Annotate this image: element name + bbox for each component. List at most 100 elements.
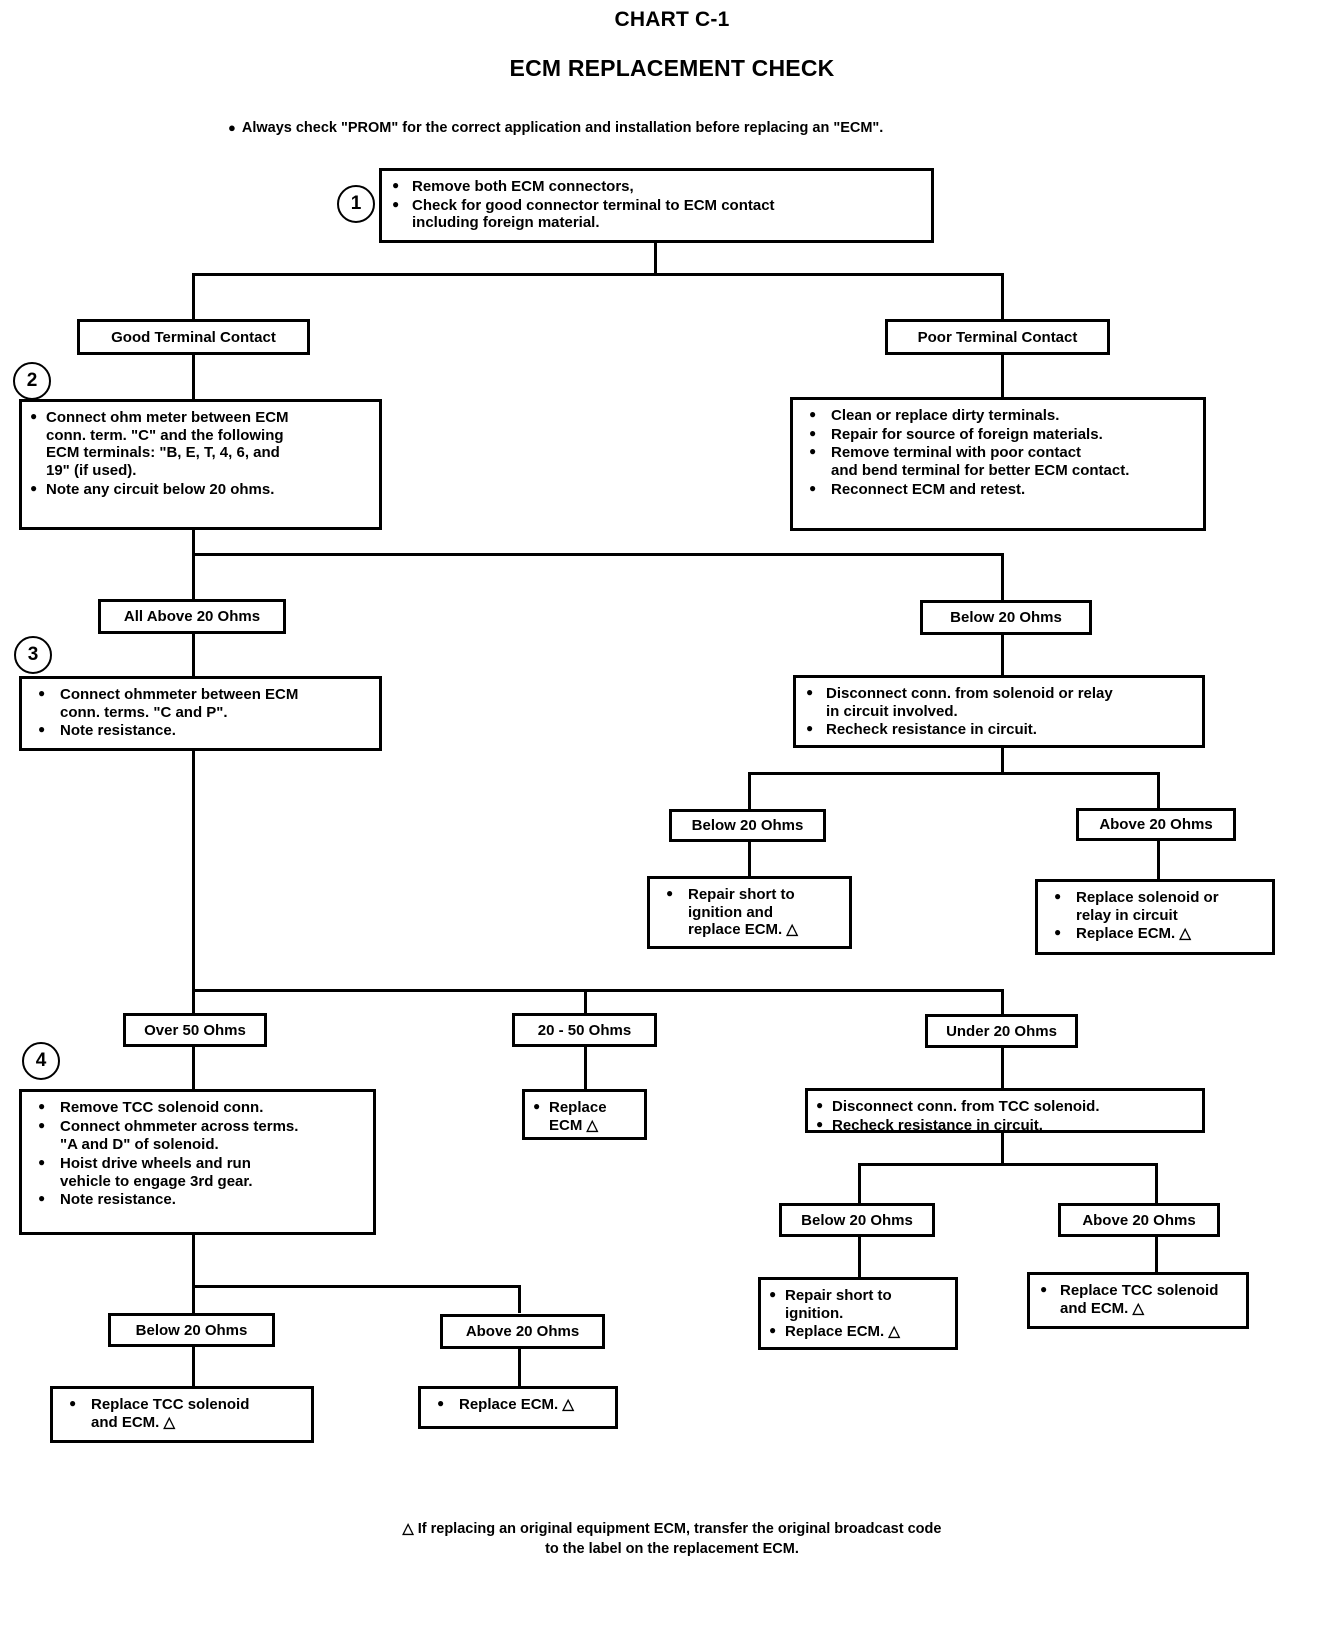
list-item: Connect ohm meter between ECM conn. term… bbox=[30, 408, 369, 480]
list-item: Repair short to ignition. bbox=[769, 1286, 945, 1322]
bullet-icon: ● bbox=[228, 120, 236, 135]
list-item: Clean or replace dirty terminals. bbox=[801, 406, 1193, 425]
connector bbox=[1155, 1163, 1158, 1204]
node-replace-ecm-left: Replace ECM. △ bbox=[418, 1386, 618, 1429]
list-item: Check for good connector terminal to ECM… bbox=[390, 196, 921, 232]
list-item: Repair for source of foreign materials. bbox=[801, 425, 1193, 444]
page-title: ECM REPLACEMENT CHECK bbox=[509, 55, 835, 81]
list-item: Disconnect conn. from TCC solenoid. bbox=[816, 1097, 1192, 1116]
node-label: Below 20 Ohms bbox=[950, 609, 1062, 626]
connector bbox=[1001, 989, 1004, 1014]
node-label: Poor Terminal Contact bbox=[917, 328, 1078, 346]
connector bbox=[584, 1046, 587, 1090]
connector bbox=[192, 633, 195, 677]
connector bbox=[1157, 772, 1160, 808]
node-label: Above 20 Ohms bbox=[465, 1323, 580, 1340]
connector bbox=[858, 1236, 861, 1278]
node-repair-short-ignition-2: Repair short to ignition.Replace ECM. △ bbox=[758, 1277, 958, 1350]
connector bbox=[192, 1285, 521, 1288]
node-all-above-20-ohms: All Above 20 Ohms bbox=[98, 599, 286, 634]
node-above-20-ohms-c: Above 20 Ohms bbox=[1058, 1203, 1220, 1237]
list-item: Hoist drive wheels and run vehicle to en… bbox=[30, 1154, 363, 1190]
node-repair-short-2-items: Repair short to ignition.Replace ECM. △ bbox=[769, 1286, 945, 1341]
connector bbox=[1001, 354, 1004, 398]
connector bbox=[192, 1285, 195, 1313]
connector bbox=[1155, 1237, 1158, 1273]
connector bbox=[748, 772, 1160, 775]
connector bbox=[654, 243, 657, 275]
node-label: Under 20 Ohms bbox=[946, 1022, 1057, 1040]
node-poor-terminal-contact: Poor Terminal Contact bbox=[885, 319, 1110, 355]
list-item: Reconnect ECM and retest. bbox=[801, 480, 1193, 499]
node-over-50-ohms: Over 50 Ohms bbox=[123, 1013, 267, 1047]
node-step4: Remove TCC solenoid conn.Connect ohmmete… bbox=[19, 1089, 376, 1235]
node-poor-terminal-actions: Clean or replace dirty terminals.Repair … bbox=[790, 397, 1206, 531]
footer-note-line1: △ If replacing an original equipment ECM… bbox=[402, 1521, 942, 1537]
list-item: Connect ohmmeter between ECM conn. terms… bbox=[30, 685, 369, 721]
node-replace-tcc-right-items: Replace TCC solenoid and ECM. △ bbox=[1038, 1281, 1236, 1317]
connector bbox=[192, 1235, 195, 1287]
list-item: "A and D" of solenoid. bbox=[60, 1136, 219, 1154]
list-item: Replace ECM. △ bbox=[1046, 924, 1262, 943]
list-item: Remove TCC solenoid conn. bbox=[30, 1098, 363, 1117]
list-item: Replace ECM. △ bbox=[429, 1395, 605, 1414]
connector bbox=[518, 1285, 521, 1313]
node-disconnect-tcc-solenoid: Disconnect conn. from TCC solenoid.Reche… bbox=[805, 1088, 1205, 1135]
list-item: Recheck resistance in circuit. bbox=[816, 1116, 1192, 1135]
node-label: Good Terminal Contact bbox=[111, 328, 276, 346]
node-step1: Remove both ECM connectors,Check for goo… bbox=[379, 168, 934, 243]
list-item: Connect ohmmeter across terms. bbox=[30, 1117, 363, 1136]
node-disconnect-solenoid-relay: Disconnect conn. from solenoid or relay … bbox=[793, 675, 1205, 748]
node-replace-tcc-left-items: Replace TCC solenoid and ECM. △ bbox=[61, 1395, 301, 1431]
connector bbox=[192, 553, 1004, 556]
step-marker-4: 4 bbox=[22, 1042, 60, 1080]
node-replace-tcc-ecm-right: Replace TCC solenoid and ECM. △ bbox=[1027, 1272, 1249, 1329]
node-label: All Above 20 Ohms bbox=[123, 608, 261, 625]
node-below-20-ohms-c: Below 20 Ohms bbox=[779, 1203, 935, 1237]
node-label: Below 20 Ohms bbox=[801, 1211, 913, 1229]
node-disconnect-tcc-items: Disconnect conn. from TCC solenoid.Reche… bbox=[816, 1097, 1192, 1135]
node-step3: Connect ohmmeter between ECM conn. terms… bbox=[19, 676, 382, 751]
node-replace-ecm-mid-items: Replace ECM △ bbox=[533, 1098, 634, 1134]
node-repair-short-ignition: Repair short to ignition and replace ECM… bbox=[647, 876, 852, 949]
step-marker-2: 2 bbox=[13, 362, 51, 400]
step-marker-1: 1 bbox=[337, 185, 375, 223]
list-item: Replace ECM △ bbox=[533, 1098, 634, 1134]
list-item: Repair short to ignition and replace ECM… bbox=[658, 885, 839, 939]
list-item: Replace ECM. △ bbox=[769, 1322, 945, 1341]
connector bbox=[1001, 553, 1004, 600]
node-replace-tcc-ecm-left: Replace TCC solenoid and ECM. △ bbox=[50, 1386, 314, 1443]
node-label: Above 20 Ohms bbox=[1082, 1211, 1196, 1229]
list-item: Remove terminal with poor contact and be… bbox=[801, 443, 1193, 479]
node-poor-actions-items: Clean or replace dirty terminals.Repair … bbox=[801, 406, 1193, 499]
node-under-20-ohms: Under 20 Ohms bbox=[925, 1014, 1078, 1048]
connector bbox=[192, 530, 195, 555]
node-label: Below 20 Ohms bbox=[135, 1321, 248, 1339]
connector bbox=[1001, 1133, 1004, 1165]
node-step2: Connect ohm meter between ECM conn. term… bbox=[19, 399, 382, 530]
list-item: Remove both ECM connectors, bbox=[390, 177, 921, 196]
connector bbox=[858, 1163, 1158, 1166]
list-item: Replace TCC solenoid and ECM. △ bbox=[61, 1395, 301, 1431]
node-good-terminal-contact: Good Terminal Contact bbox=[77, 319, 310, 355]
connector bbox=[192, 553, 195, 600]
connector bbox=[192, 273, 1004, 276]
node-repair-short-items: Repair short to ignition and replace ECM… bbox=[658, 885, 839, 939]
list-item: Recheck resistance in circuit. bbox=[804, 720, 1192, 739]
connector bbox=[584, 989, 587, 1014]
connector bbox=[518, 1349, 521, 1387]
connector bbox=[1157, 839, 1160, 881]
connector bbox=[748, 772, 751, 810]
node-20-to-50-ohms: 20 - 50 Ohms bbox=[512, 1013, 657, 1047]
chart-id-title: CHART C-1 bbox=[614, 8, 730, 31]
connector bbox=[192, 989, 1004, 992]
top-note: ●Always check "PROM" for the correct app… bbox=[228, 120, 883, 136]
node-step4-items: Remove TCC solenoid conn.Connect ohmmete… bbox=[30, 1098, 363, 1209]
connector bbox=[192, 354, 195, 400]
connector bbox=[192, 751, 195, 991]
list-item: Note resistance. bbox=[30, 1190, 363, 1209]
node-label: 20 - 50 Ohms bbox=[537, 1021, 632, 1039]
node-replace-solenoid-relay: Replace solenoid or relay in circuitRepl… bbox=[1035, 879, 1275, 955]
node-above-20-ohms-b: Above 20 Ohms bbox=[1076, 808, 1236, 841]
